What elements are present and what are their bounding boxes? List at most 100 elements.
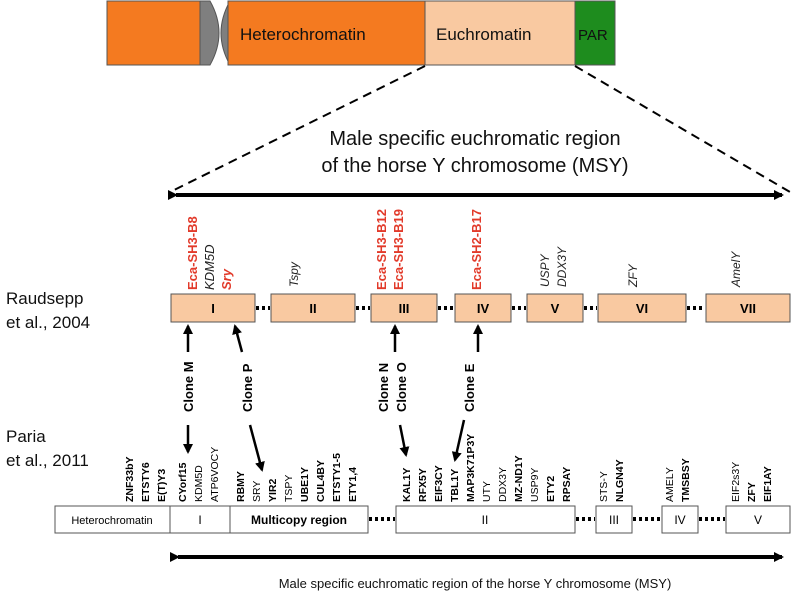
gene-label: ETSTY6 bbox=[140, 462, 152, 502]
gene-label: TSPY bbox=[283, 475, 295, 502]
paria-segment-V bbox=[725, 505, 791, 534]
marker-label: KDM5D bbox=[202, 244, 217, 290]
centromere-left bbox=[199, 0, 220, 66]
clone-label: Clone E bbox=[462, 363, 477, 412]
paria-segment-multicopy bbox=[229, 505, 369, 534]
gene-label: ZFY bbox=[746, 482, 758, 502]
paria-segment-I bbox=[169, 505, 231, 534]
gene-label: USP9Y bbox=[529, 468, 541, 502]
paria-citation-line2: et al., 2011 bbox=[6, 451, 89, 470]
paria-segment-label: V bbox=[754, 513, 762, 527]
raudsepp-block-V bbox=[526, 293, 584, 323]
marker-label: Tspy bbox=[287, 261, 301, 287]
gene-label: UBE1Y bbox=[299, 467, 311, 502]
zoom-line-right bbox=[574, 65, 791, 193]
raudsepp-block-label: VII bbox=[740, 301, 756, 316]
marker-label: Eca-SH3-B19 bbox=[391, 209, 406, 290]
gene-label: ETSTY1-5 bbox=[331, 453, 343, 502]
msy-title-line1: Male specific euchromatic region bbox=[329, 128, 620, 150]
clone-p-arrow bbox=[232, 324, 244, 353]
gene-label: CYorf15 bbox=[177, 462, 189, 502]
gene-label: UTY bbox=[481, 481, 493, 502]
raudsepp-map: I II III IV V VI VII Eca-SH3-B8 KDM5D Sr… bbox=[170, 209, 791, 323]
paria-map: Heterochromatin I Multicopy region II II… bbox=[54, 434, 791, 534]
gene-label: MZ-ND1Y bbox=[513, 455, 525, 502]
marker-label: Eca-SH2-B17 bbox=[469, 209, 484, 290]
clone-p-arrow-down bbox=[248, 424, 265, 472]
gene-label: RPSAY bbox=[561, 467, 573, 502]
gene-label: DDX3Y bbox=[497, 467, 509, 502]
clone-no-arrow-down bbox=[398, 424, 410, 457]
paria-segment-label: II bbox=[482, 513, 489, 527]
raudsepp-citation-line1: Raudsepp bbox=[6, 289, 84, 308]
raudsepp-block-label: VI bbox=[636, 301, 648, 316]
gene-label: E(T)Y3 bbox=[156, 469, 168, 502]
clone-label: Clone O bbox=[394, 362, 409, 412]
gene-label: EIF2s3Y bbox=[730, 462, 742, 502]
gene-label: CUL4BY bbox=[315, 460, 327, 502]
paria-segment-IV bbox=[661, 505, 699, 534]
marker-label: USPY bbox=[538, 253, 552, 287]
par-label: PAR bbox=[578, 27, 608, 44]
raudsepp-block-label: II bbox=[309, 301, 316, 316]
heterochromatin-region bbox=[227, 0, 426, 66]
marker-label: AmelY bbox=[729, 251, 743, 288]
euchromatin-region bbox=[424, 0, 576, 66]
gene-label: MAP3K71P3Y bbox=[465, 434, 477, 502]
heterochromatin-label: Heterochromatin bbox=[240, 25, 366, 44]
paria-segment-II bbox=[395, 505, 576, 534]
raudsepp-block-IV bbox=[454, 293, 512, 323]
gene-label: ZNF33bY bbox=[124, 456, 136, 502]
paria-segment-label: Heterochromatin bbox=[71, 515, 152, 527]
chromosome-ideogram: Heterochromatin Euchromatin PAR bbox=[106, 0, 616, 66]
bottom-caption: Male specific euchromatic region of the … bbox=[279, 576, 672, 591]
zoom-line-left bbox=[169, 65, 426, 193]
gene-label: RBMY bbox=[235, 471, 247, 502]
marker-label: Eca-SH3-B8 bbox=[185, 216, 200, 290]
gene-label: ETY1,4 bbox=[347, 467, 359, 502]
gene-label: TMSBSY bbox=[680, 458, 692, 502]
msy-title-line2: of the horse Y chromosome (MSY) bbox=[321, 155, 628, 177]
raudsepp-block-II bbox=[270, 293, 356, 323]
gene-label: EIF3CY bbox=[433, 465, 445, 502]
raudsepp-block-VII bbox=[705, 293, 791, 323]
paria-segment-label: III bbox=[609, 513, 619, 527]
raudsepp-block-label: III bbox=[399, 301, 410, 316]
raudsepp-block-III bbox=[370, 293, 438, 323]
paria-segment-III bbox=[595, 505, 633, 534]
gene-label: AMELY bbox=[664, 467, 676, 502]
marker-label: ZFY bbox=[626, 263, 640, 288]
par-region bbox=[574, 0, 616, 66]
raudsepp-citation-line2: et al., 2004 bbox=[6, 313, 90, 332]
gene-label: ATP6VOCY bbox=[209, 447, 221, 502]
gene-label: EIF1AY bbox=[762, 466, 774, 502]
clone-e-arrow-down bbox=[451, 419, 466, 462]
raudsepp-block-I bbox=[170, 293, 256, 323]
gene-label: NLGN4Y bbox=[614, 459, 626, 502]
clone-label: Clone N bbox=[376, 363, 391, 412]
raudsepp-block-label: IV bbox=[477, 301, 490, 316]
gene-label: TBL1Y bbox=[449, 469, 461, 502]
gene-label: SRY bbox=[251, 481, 263, 502]
raudsepp-block-VI bbox=[597, 293, 687, 323]
clone-arrows: Clone M Clone P Clone N Clone O Clone E bbox=[181, 324, 483, 472]
gene-label: ETY2 bbox=[545, 476, 557, 502]
gene-label: YIR2 bbox=[267, 478, 279, 502]
paria-segment-label: I bbox=[198, 513, 201, 527]
raudsepp-block-label: I bbox=[211, 301, 215, 316]
raudsepp-block-label: V bbox=[551, 301, 560, 316]
gene-label: STS-Y bbox=[598, 471, 610, 502]
paria-segment-label: IV bbox=[674, 513, 685, 527]
chromosome-short-arm bbox=[106, 0, 208, 66]
paria-citation-line1: Paria bbox=[6, 427, 46, 446]
marker-label: Sry bbox=[219, 268, 234, 290]
gene-label: RFX5Y bbox=[417, 468, 429, 502]
gene-label: KAL1Y bbox=[401, 468, 413, 502]
marker-label: Eca-SH3-B12 bbox=[374, 209, 389, 290]
marker-label: DDX3Y bbox=[555, 246, 569, 287]
gene-label: KDM5D bbox=[193, 465, 205, 502]
paria-segment-label: Multicopy region bbox=[251, 513, 347, 527]
clone-label: Clone P bbox=[240, 363, 255, 412]
